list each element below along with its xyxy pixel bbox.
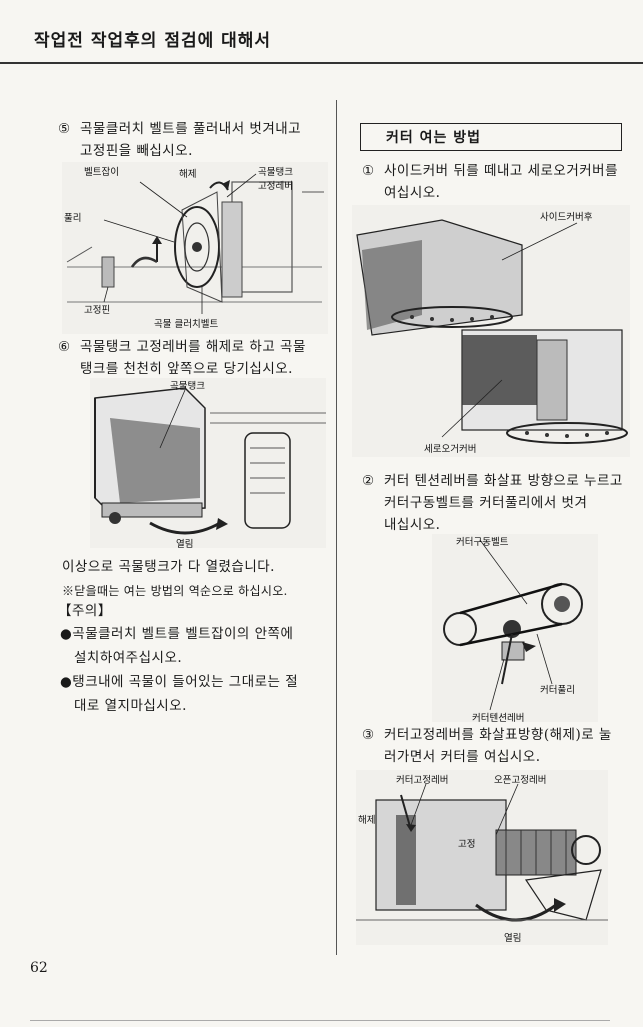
step-6-number: ⑥ xyxy=(58,339,71,355)
section-title: 커터 여는 방법 xyxy=(386,130,482,146)
caution-item: ●곡물클러치 벨트를 벨트잡이의 안쪽에 설치하여주십시오. xyxy=(60,622,328,670)
caution-item: ●탱크내에 곡물이 들어있는 그대로는 절 대로 열지마십시오. xyxy=(60,670,328,718)
page-title: 작업전 작업후의 점검에 대해서 xyxy=(34,31,272,51)
label-open-2: 열림 xyxy=(504,933,522,944)
step-6-line-1: 곡물탱크 고정레버를 해제로 하고 곡물 xyxy=(80,339,306,355)
page-header: 작업전 작업후의 점검에 대해서 xyxy=(0,18,643,64)
label-belt-holder: 벨트잡이 xyxy=(84,167,119,178)
label-cutter-fix-lever: 커터고정레버 xyxy=(396,775,449,786)
label-fix-pin: 고정핀 xyxy=(84,305,111,316)
label-cutter-drive-belt: 커터구동벨트 xyxy=(456,537,509,548)
caution-title: 【주의】 xyxy=(58,603,112,619)
grain-tank-illustration xyxy=(90,378,326,548)
step-2-line-3: 내십시오. xyxy=(384,517,441,533)
label-fixed: 고정 xyxy=(458,839,476,850)
label-cutter-tension-lever: 커터텐션레버 xyxy=(472,713,525,724)
grain-clutch-illustration xyxy=(62,162,328,334)
side-cover-illustration xyxy=(352,205,630,457)
summary-text: 이상으로 곡물탱크가 다 열렸습니다. xyxy=(62,559,275,575)
step-1-number: ① xyxy=(362,163,375,179)
cutter-open-illustration xyxy=(356,770,608,945)
figure-grain-tank-open: 곡물탱크 열림 xyxy=(90,378,326,550)
page-number: 62 xyxy=(30,960,48,976)
bullet-mark: ● xyxy=(60,674,73,690)
step-2-text: ② 커터 텐션레버를 화살표 방향으로 누르고 커터구동벨트를 커터풀리에서 벗겨… xyxy=(362,470,634,536)
step-1-text: ① 사이드커버 뒤를 떼내고 세로오거커버를 여십시오. xyxy=(362,160,632,204)
header-rule xyxy=(0,62,643,64)
figure-side-cover: 사이드커버후 세로오거커버 xyxy=(352,205,630,457)
label-side-cover-rear: 사이드커버후 xyxy=(540,212,593,223)
cutter-belt-illustration xyxy=(432,534,598,722)
label-clutch-belt: 곡물 클러치벨트 xyxy=(154,319,219,330)
figure-grain-clutch-belt: 벨트잡이 해제 곡물탱크 고정레버 풀리 고정핀 곡물 클러치벨트 xyxy=(62,162,328,334)
caution-line: 곡물클러치 벨트를 벨트잡이의 안쪽에 xyxy=(72,626,294,642)
step-3-line-2: 러가면서 커터를 여십시오. xyxy=(384,749,541,765)
step-6-line-2: 탱크를 천천히 앞쪽으로 당기십시오. xyxy=(80,361,293,377)
label-grain-tank-2: 곡물탱크 xyxy=(170,381,205,392)
footer-rule xyxy=(30,1020,610,1021)
figure-cutter-belt: 커터구동벨트 커터풀리 커터텐션레버 xyxy=(432,534,598,724)
caution-list: ●곡물클러치 벨트를 벨트잡이의 안쪽에 설치하여주십시오. ●탱크내에 곡물이… xyxy=(60,622,328,718)
figure-cutter-open: 커터고정레버 오픈고정레버 해제 고정 열림 xyxy=(356,770,608,945)
step-5-number: ⑤ xyxy=(58,121,71,137)
step-3-line-1: 커터고정레버를 화살표방향(해제)로 눌 xyxy=(384,727,612,743)
label-open-fix-lever: 오픈고정레버 xyxy=(494,775,547,786)
step-5-text: ⑤ 곡물클러치 벨트를 풀러내서 벗겨내고 고정핀을 빼십시오. xyxy=(58,118,328,162)
step-3-text: ③ 커터고정레버를 화살표방향(해제)로 눌 러가면서 커터를 여십시오. xyxy=(362,724,634,768)
step-5-line-2: 고정핀을 빼십시오. xyxy=(80,143,193,159)
label-open: 열림 xyxy=(176,539,194,550)
step-2-line-1: 커터 텐션레버를 화살표 방향으로 누르고 xyxy=(384,473,623,489)
bullet-mark: ● xyxy=(60,626,73,642)
label-pulley: 풀리 xyxy=(64,213,82,224)
caution-line: 대로 열지마십시오. xyxy=(74,698,187,714)
step-1-line-2: 여십시오. xyxy=(384,185,441,201)
label-auger-cover: 세로오거커버 xyxy=(424,444,477,455)
closing-note: ※닫을때는 여는 방법의 역순으로 하십시오. xyxy=(62,584,288,598)
step-6-text: ⑥ 곡물탱크 고정레버를 해제로 하고 곡물 탱크를 천천히 앞쪽으로 당기십시오… xyxy=(58,336,328,380)
step-3-number: ③ xyxy=(362,727,375,743)
label-release: 해제 xyxy=(179,169,197,180)
column-divider xyxy=(336,100,337,955)
caution-line: 설치하여주십시오. xyxy=(74,650,183,666)
label-fix-lever: 고정레버 xyxy=(258,181,293,192)
step-5-line-1: 곡물클러치 벨트를 풀러내서 벗겨내고 xyxy=(80,121,302,137)
step-2-number: ② xyxy=(362,473,375,489)
section-header-box: 커터 여는 방법 xyxy=(360,123,622,151)
caution-line: 탱크내에 곡물이 들어있는 그대로는 절 xyxy=(72,674,299,690)
label-grain-tank: 곡물탱크 xyxy=(258,167,293,178)
label-release-2: 해제 xyxy=(358,815,376,826)
step-1-line-1: 사이드커버 뒤를 떼내고 세로오거커버를 xyxy=(384,163,619,179)
label-cutter-pulley: 커터풀리 xyxy=(540,685,575,696)
step-2-line-2: 커터구동벨트를 커터풀리에서 벗겨 xyxy=(384,495,588,511)
